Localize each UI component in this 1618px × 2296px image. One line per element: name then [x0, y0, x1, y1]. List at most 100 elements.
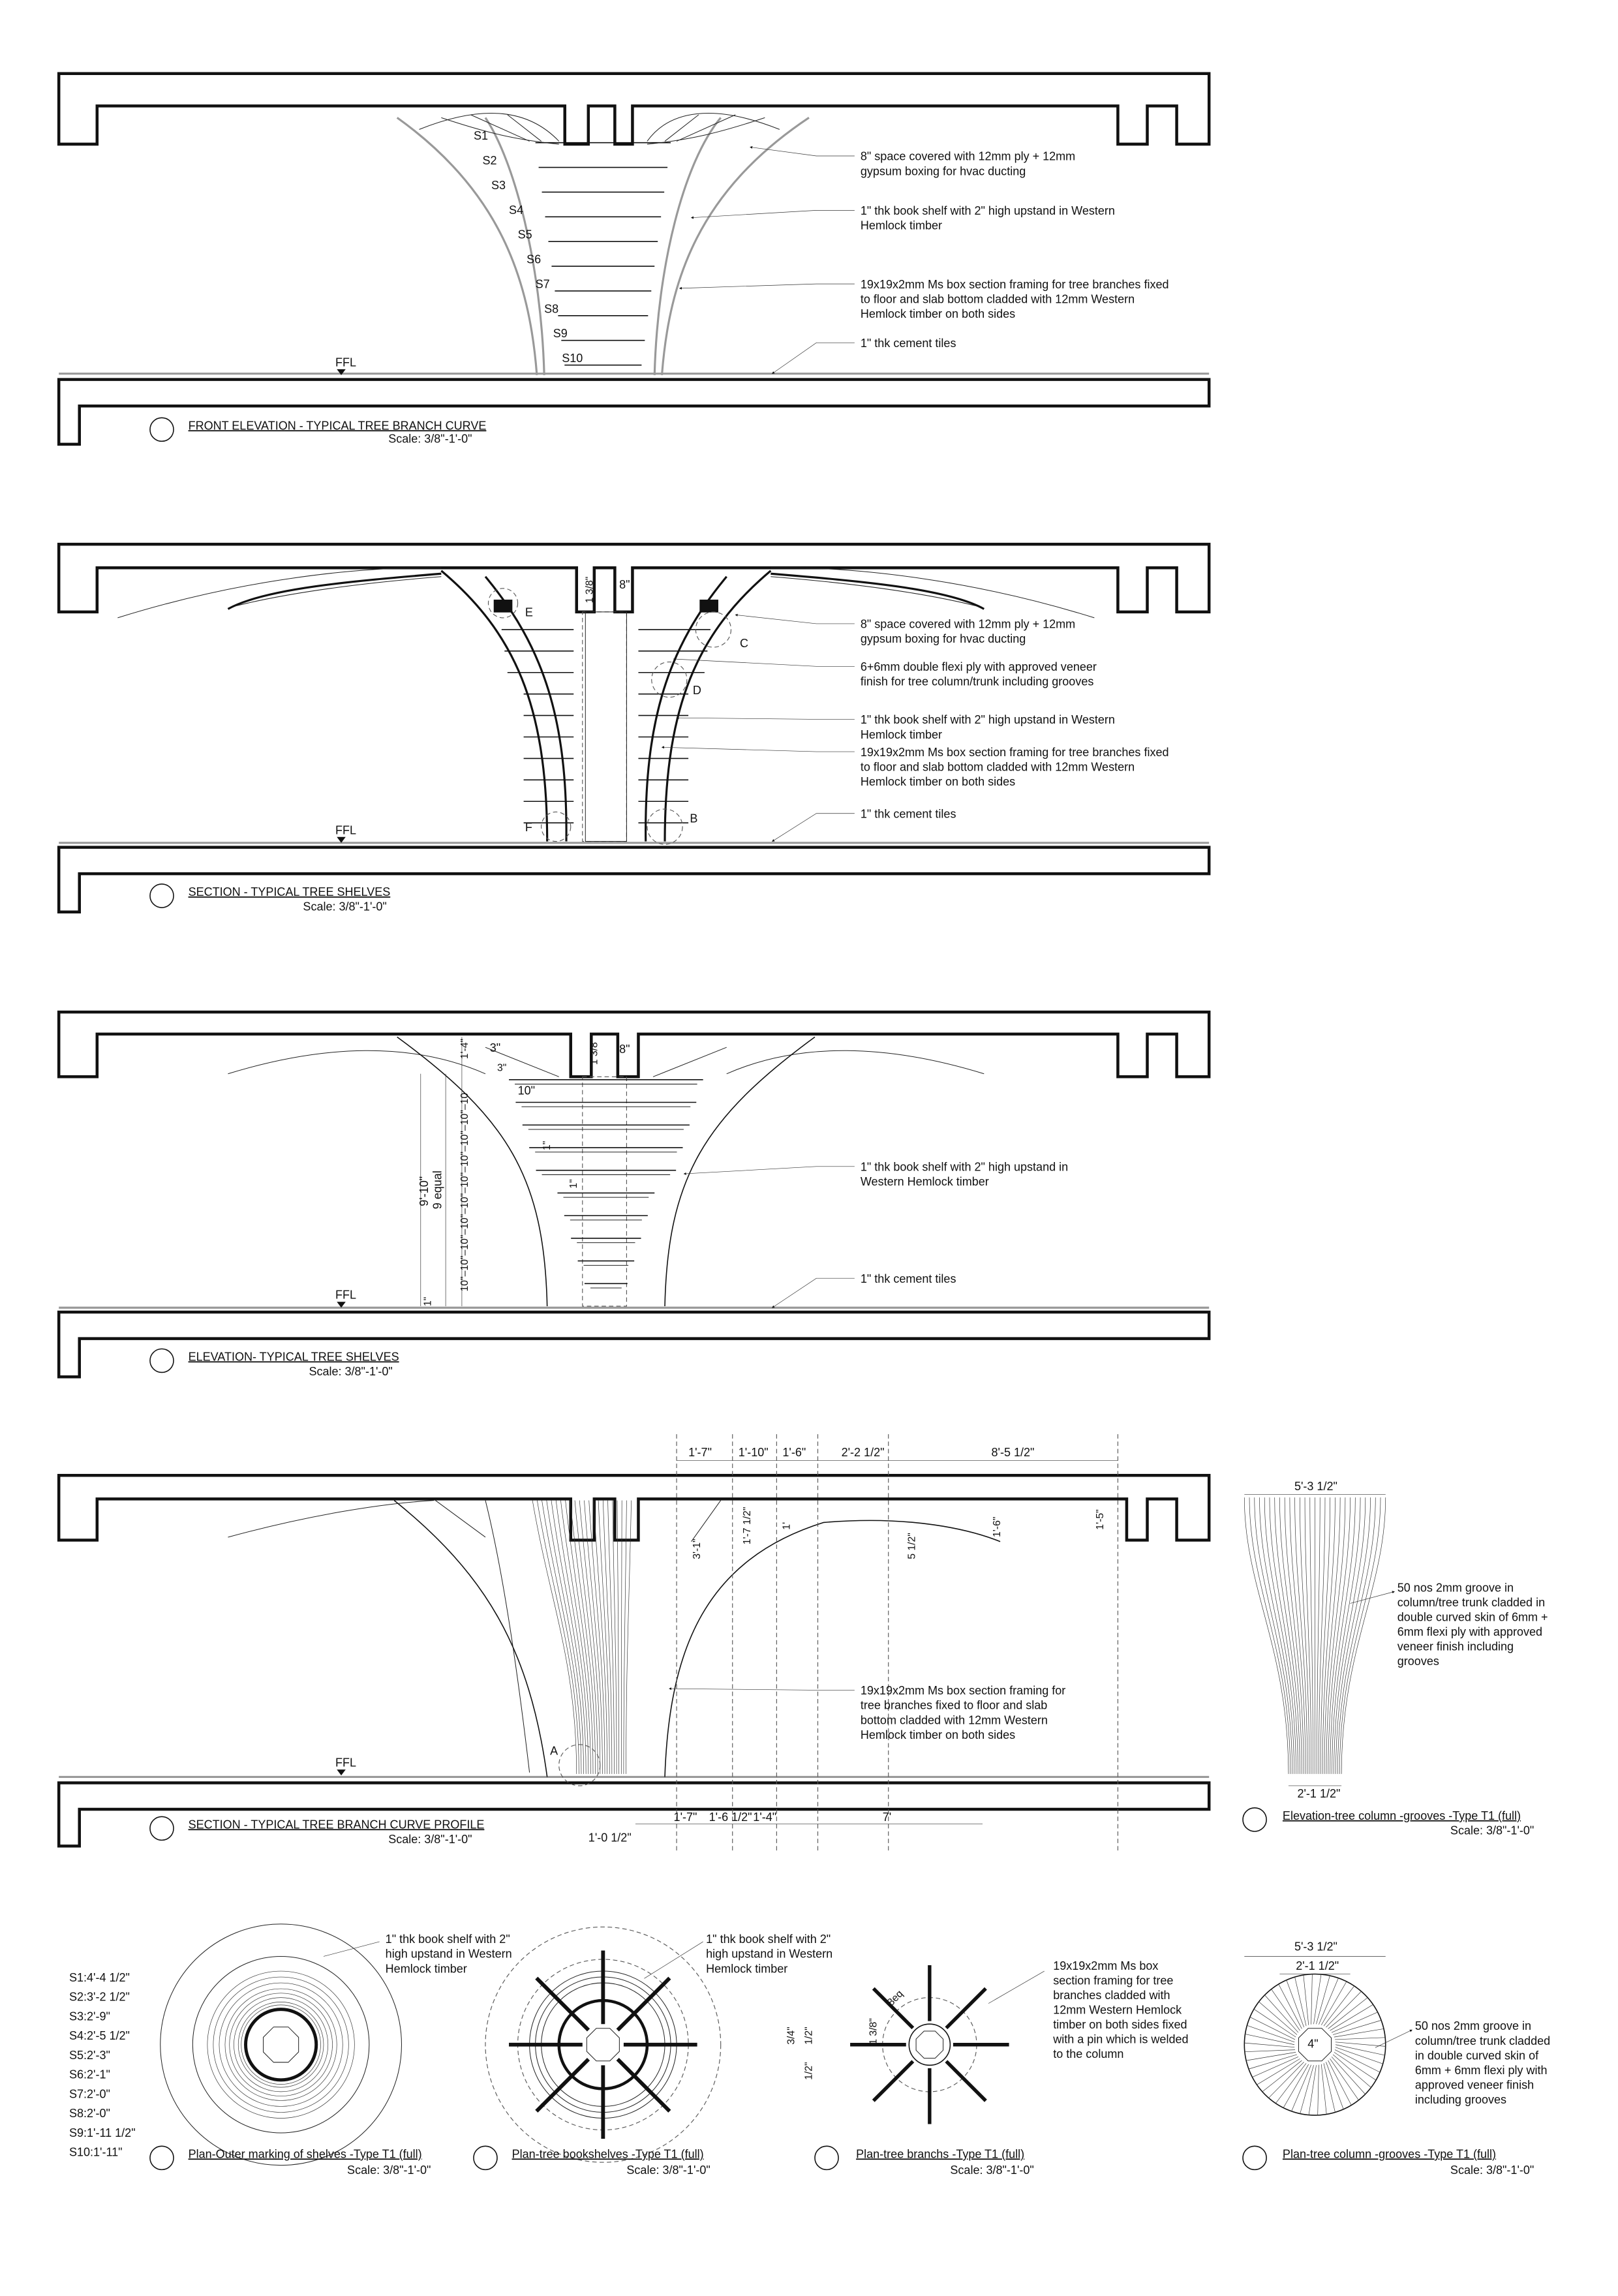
column-groove — [1332, 1497, 1361, 1774]
dim-label: 1 3/8" — [588, 1039, 600, 1065]
shelf-schedule-entry: S7:2'-0" — [69, 2087, 110, 2100]
bookshelf-plan-drawing — [485, 1926, 722, 2163]
plan-grooves-view: 5'-3 1/2" 2'-1 1/2" 4" 50 nos 2mm groove… — [1242, 1940, 1550, 2177]
annotation-note: 8" space covered with 12mm ply + 12mm — [861, 618, 1075, 631]
column-groove — [1274, 1497, 1300, 1774]
annotation-note: to floor and slab bottom cladded with 12… — [861, 760, 1135, 773]
groove-radial — [1308, 2065, 1317, 2115]
shelf-outline-ring — [224, 1988, 337, 2101]
annotation-note: Hemlock timber — [706, 1962, 787, 1975]
groove-radial — [1334, 2052, 1377, 2081]
detail-tag: B — [690, 812, 697, 825]
dim-label: 1'-0 1/2" — [588, 1831, 632, 1844]
elevation-view: 9'-10" 9 equal 10"–10"–10"–10"–10"–10"–1… — [57, 1010, 1211, 1379]
column-groove — [1336, 1497, 1371, 1774]
dim-label: 3'-1" — [692, 1538, 703, 1559]
view-tag-circle — [149, 417, 174, 442]
column-groove — [1330, 1497, 1356, 1774]
column-groove — [1249, 1497, 1291, 1774]
groove-radial — [1323, 2063, 1336, 2113]
detail-tag: A — [550, 1745, 558, 1758]
section-notes: 8" space covered with 12mm ply + 12mmgyp… — [661, 613, 1169, 842]
annotation-note: column/tree trunk cladded — [1415, 2034, 1550, 2047]
annotation-note: column/tree trunk cladded in — [1397, 1596, 1545, 1609]
annotation-note: 1" thk book shelf with 2" — [386, 1933, 510, 1946]
groove-radial — [1247, 2025, 1295, 2043]
groove-radial — [1319, 1978, 1339, 2025]
plan-shelves-note: 1" thk book shelf with 2"high upstand in… — [706, 1933, 832, 1975]
groove-radial — [1300, 2065, 1314, 2114]
groove-radial — [1320, 2064, 1327, 2115]
view-title: Elevation-tree column -grooves -Type T1 … — [1283, 1809, 1521, 1822]
shelf-schedule-entry: S4:2'-5 1/2" — [69, 2029, 130, 2042]
dim-label: 8'-5 1/2" — [992, 1446, 1035, 1459]
dim-label: 1" — [568, 1179, 579, 1188]
dim-label: 1'-7 1/2" — [742, 1507, 753, 1545]
annotation-note: grooves — [1397, 1655, 1439, 1668]
groove-radial — [1246, 2052, 1296, 2061]
annotation-note: finish for tree column/trunk including g… — [861, 675, 1094, 688]
tree-trunk-section — [117, 567, 1095, 842]
view-title: FRONT ELEVATION - TYPICAL TREE BRANCH CU… — [189, 419, 487, 432]
shelf-schedule-entry: S10:1'-11" — [69, 2146, 123, 2159]
view-tag-circle — [149, 883, 174, 908]
groove-radial — [1291, 2064, 1311, 2111]
ffl-label: FFL — [335, 356, 356, 369]
column-octagon — [1298, 2028, 1332, 2062]
annotation-note: 6mm + 6mm flexi ply with — [1415, 2064, 1548, 2077]
branch-arm — [616, 2058, 671, 2113]
view-scale: Scale: 3/8"-1'-0" — [388, 433, 472, 446]
tree-branches — [396, 113, 810, 376]
groove-radial — [1311, 1974, 1313, 2025]
dim-label: 1" — [423, 1297, 434, 1306]
groove-plan-drawing — [1244, 1973, 1386, 2116]
floor-slab — [57, 1310, 1211, 1379]
dim-label: 1'-7" — [688, 1446, 712, 1459]
groove-line — [532, 1500, 577, 1774]
shelf-outline-ring — [234, 1997, 329, 2092]
shelf-tag: S3 — [491, 179, 506, 192]
annotation-note: Hemlock timber on both sides — [861, 1728, 1015, 1741]
groove-radial — [1320, 1981, 1347, 2025]
groove-line — [617, 1500, 620, 1774]
view-title: Plan-Outer marking of shelves -Type T1 (… — [189, 2147, 422, 2160]
shelf-tag: S9 — [553, 327, 568, 340]
dim-label: 1'-10" — [739, 1446, 769, 1459]
shelf-tag: S6 — [527, 253, 541, 266]
floor-slab — [57, 1781, 1211, 1848]
column-groove — [1244, 1497, 1289, 1774]
column-groove — [1304, 1497, 1312, 1774]
shelf-schedule-entry: S8:2'-0" — [69, 2107, 110, 2120]
dim-label: 2'-2 1/2" — [842, 1446, 885, 1459]
shelf-schedule-entry: S3:2'-9" — [69, 2010, 110, 2023]
dim-label: 9 equal — [431, 1171, 444, 1209]
groove-radial — [1328, 2060, 1352, 2105]
groove-radial — [1328, 1997, 1368, 2029]
annotation-note: to floor and slab bottom cladded with 12… — [861, 292, 1135, 305]
floor-slab — [57, 378, 1211, 446]
view-tag-circle — [1242, 1807, 1267, 1832]
groove-radial — [1248, 2054, 1297, 2070]
leader-line — [679, 283, 855, 290]
ceiling-slab — [57, 1474, 1211, 1542]
profile-dimensions: 1'-7"1'-10"1'-6"2'-2 1/2"8'-5 1/2"3'-1"1… — [588, 1434, 1118, 1854]
groove-radial — [1316, 1975, 1330, 2025]
shelf-outline-ring — [237, 2002, 324, 2088]
column-groove — [1254, 1497, 1293, 1774]
dim-label: 1'-6 1/2" — [709, 1811, 752, 1824]
dim-label: 8" — [619, 1043, 630, 1056]
groove-line — [565, 1500, 594, 1774]
annotation-note: 19x19x2mm Ms box section framing for — [861, 1684, 1065, 1697]
annotation-note: bottom cladded with 12mm Western — [861, 1713, 1048, 1726]
annotation-note: 8" space covered with 12mm ply + 12mm — [861, 150, 1075, 163]
dim-label: 3" — [497, 1062, 506, 1073]
leader-line — [690, 210, 855, 219]
plan-bookshelves-view: 1" thk book shelf with 2"high upstand in… — [473, 1926, 832, 2177]
annotation-note: 6mm flexi ply with approved — [1397, 1625, 1542, 1638]
shelf-outline-ring — [207, 1970, 355, 2119]
column-groove — [1289, 1497, 1306, 1774]
groove-line — [593, 1500, 607, 1774]
